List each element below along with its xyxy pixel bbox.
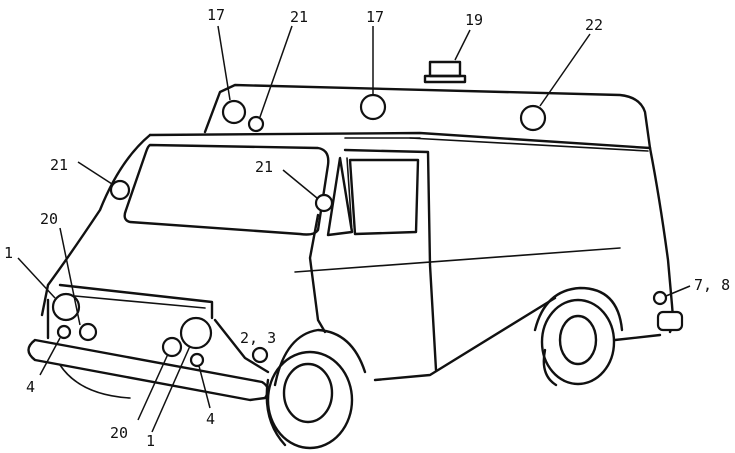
windshield (123, 143, 330, 236)
label-22: 22 (585, 16, 603, 34)
front-door-edge (308, 213, 327, 334)
leader-1-upper (17, 257, 56, 299)
front-bumper (27, 338, 270, 402)
label-19: 19 (465, 11, 483, 29)
rear-tire-side (542, 348, 558, 387)
leader-1-lower (151, 345, 191, 433)
label-7-8: 7, 8 (694, 276, 730, 294)
leader-20-lower (137, 353, 169, 421)
front-hub (282, 362, 334, 424)
leader-19 (454, 29, 471, 61)
lamp-17b (359, 93, 387, 121)
front-profile (40, 133, 152, 317)
rear-tire (540, 298, 616, 386)
lamp-21-roof (247, 115, 265, 133)
hood-edge (58, 283, 214, 320)
side-belt-line (294, 247, 621, 273)
roof-beacon (423, 60, 467, 84)
lamp-7-8 (652, 290, 668, 306)
label-20-upper: 20 (40, 210, 58, 228)
leader-4-right (198, 365, 211, 409)
label-2-3: 2, 3 (240, 329, 276, 347)
side-door-edge (343, 148, 438, 372)
label-21-mid: 21 (255, 158, 273, 176)
bumper-bar (27, 338, 270, 402)
rear-bumper-light (656, 310, 684, 332)
van-body (40, 83, 674, 387)
lamp-20-right (161, 336, 183, 358)
leader-lines (17, 25, 691, 433)
lamp-2-3 (251, 346, 269, 364)
leader-20-upper (59, 227, 81, 326)
front-tire (266, 350, 354, 450)
grille-line (74, 295, 206, 309)
front-tire-side (265, 378, 287, 447)
rocker-panel (373, 296, 557, 382)
label-21-left: 21 (50, 156, 68, 174)
label-17b: 17 (366, 8, 384, 26)
label-17a: 17 (207, 6, 225, 24)
beacon-lens (428, 60, 462, 78)
roof-line (148, 131, 652, 150)
bumper-shadow (59, 364, 131, 399)
front-lower (213, 318, 270, 374)
roof-cap (203, 83, 652, 150)
label-1-lower: 1 (146, 432, 155, 450)
front-wheel-arch (273, 328, 367, 387)
lamp-17a (221, 99, 247, 125)
lamp-22 (519, 104, 547, 132)
leader-21-mid (282, 169, 318, 199)
label-1-upper: 1 (4, 244, 13, 262)
leader-21-left (77, 161, 113, 185)
label-20-lower: 20 (110, 424, 128, 442)
callout-labels: 17 21 17 19 22 21 21 20 1 2, 3 7, 8 4 20… (4, 6, 730, 450)
label-21-top: 21 (290, 8, 308, 26)
rear-bottom (613, 333, 662, 342)
lamp-20-left (78, 322, 98, 342)
lamps (51, 93, 684, 368)
label-4-left: 4 (26, 378, 35, 396)
lamp-21-pillar (314, 193, 334, 213)
side-window (348, 158, 420, 236)
rear-wheel-arch (533, 286, 624, 332)
headlamp-right (179, 316, 213, 350)
headlamp-left (51, 292, 81, 322)
rear-hub (558, 314, 598, 366)
leader-7-8 (665, 285, 691, 297)
lamp-21-left (109, 179, 131, 201)
wheels (265, 298, 616, 450)
roof-rail (409, 137, 649, 152)
leader-21-top (259, 25, 293, 118)
leader-4-left (39, 337, 61, 376)
leader-22 (539, 33, 591, 107)
leader-17a (217, 25, 231, 101)
window-divider (346, 157, 353, 233)
lamp-4-left (56, 324, 72, 340)
vent-window (326, 156, 354, 237)
windows (123, 143, 420, 237)
beacon-base (423, 74, 467, 84)
label-4-right: 4 (206, 410, 215, 428)
lamp-4-right (189, 352, 205, 368)
